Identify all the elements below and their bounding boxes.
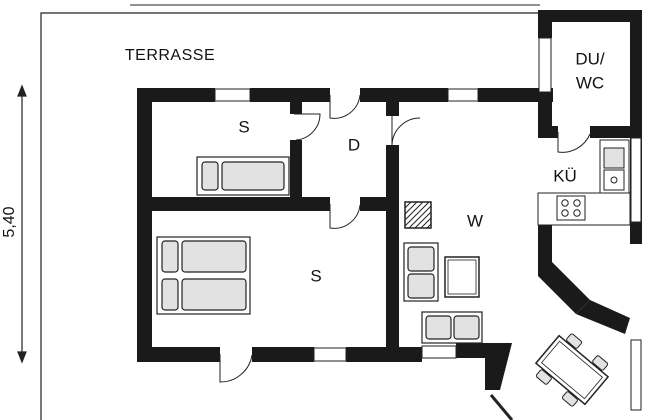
door-swing	[557, 132, 591, 153]
kitchen-counter	[537, 139, 631, 226]
windows	[214, 37, 642, 420]
window	[313, 347, 347, 362]
door-swing	[294, 113, 321, 141]
bedroom-large-label: S	[310, 266, 321, 285]
dimension-line	[17, 84, 27, 364]
door-swing	[391, 116, 421, 146]
coffee-table	[444, 256, 480, 298]
window	[630, 137, 642, 223]
window	[630, 339, 642, 411]
window	[538, 37, 552, 93]
hall-label: D	[348, 135, 360, 154]
living-room-label: W	[467, 211, 483, 230]
dimension-label: 5,40	[1, 206, 18, 237]
bathroom-label-line2: WC	[576, 73, 604, 92]
terrace-label: TERRASSE	[125, 47, 215, 64]
stove-icon	[404, 201, 432, 229]
door-swing	[329, 204, 361, 229]
doors	[219, 94, 591, 383]
door-swing	[219, 354, 253, 383]
bathroom-label-line1: DU/	[575, 49, 605, 68]
single-bed	[196, 156, 290, 196]
terrace-outline	[40, 12, 540, 420]
window	[447, 88, 479, 102]
armchair	[403, 242, 439, 302]
sofa	[421, 311, 483, 344]
window	[421, 345, 457, 359]
kitchen-label: KÜ	[553, 166, 577, 185]
dining-table	[534, 333, 610, 407]
hob-icon	[556, 195, 586, 221]
double-bed	[156, 236, 251, 315]
sink-icon	[603, 147, 625, 169]
window	[214, 88, 251, 102]
bedroom-small-label: S	[238, 117, 249, 136]
walls	[137, 10, 642, 390]
door-swing	[329, 94, 361, 119]
